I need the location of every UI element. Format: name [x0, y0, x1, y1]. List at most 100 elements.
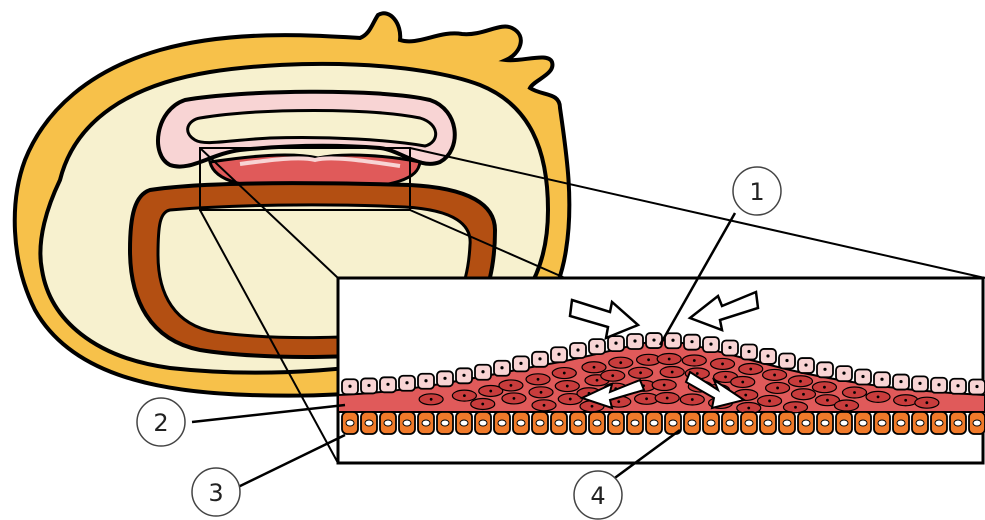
cell-nucleus: [671, 371, 674, 374]
cell-nucleus: [669, 420, 677, 426]
cell-nucleus: [566, 385, 569, 388]
callout-3: 3: [192, 468, 240, 516]
cell-nucleus: [498, 420, 506, 426]
cell-nucleus: [462, 374, 465, 377]
cell-nucleus: [878, 420, 886, 426]
cell-nucleus: [693, 359, 696, 362]
cell-nucleus: [690, 340, 693, 343]
cell-nucleus: [768, 400, 771, 403]
cell-nucleus: [741, 381, 744, 384]
cell-nucleus: [666, 397, 669, 400]
callout-3-leader: [236, 435, 345, 488]
cell-nucleus: [747, 350, 750, 353]
cell-nucleus: [861, 375, 864, 378]
cell-nucleus: [853, 391, 856, 394]
cell-nucleus: [574, 420, 582, 426]
cell-nucleus: [510, 384, 513, 387]
cell-nucleus: [749, 368, 752, 371]
cell-nucleus: [785, 359, 788, 362]
cell-nucleus: [802, 393, 805, 396]
cell-nucleus: [668, 358, 671, 361]
cell-nucleus: [386, 383, 389, 386]
cell-nucleus: [650, 420, 658, 426]
cell-nucleus: [639, 371, 642, 374]
cell-nucleus: [821, 420, 829, 426]
cell-nucleus: [519, 362, 522, 365]
cell-nucleus: [348, 385, 351, 388]
callout-4: 4: [574, 471, 622, 519]
cell-nucleus: [745, 420, 753, 426]
cell-nucleus: [645, 397, 648, 400]
cell-nucleus: [367, 384, 370, 387]
cell-nucleus: [591, 405, 594, 408]
cell-nucleus: [721, 363, 724, 366]
cell-nucleus: [935, 420, 943, 426]
cell-nucleus: [479, 420, 487, 426]
cell-nucleus: [918, 382, 921, 385]
cell-nucleus: [557, 353, 560, 356]
cell-nucleus: [593, 420, 601, 426]
cell-nucleus: [671, 339, 674, 342]
zoom-inset: [338, 278, 985, 463]
cell-nucleus: [631, 420, 639, 426]
cell-nucleus: [614, 342, 617, 345]
cell-nucleus: [346, 420, 354, 426]
cell-nucleus: [463, 394, 466, 397]
cell-nucleus: [611, 374, 614, 377]
cell-nucleus: [405, 381, 408, 384]
cell-nucleus: [728, 346, 731, 349]
cell-nucleus: [617, 400, 620, 403]
cell-nucleus: [500, 366, 503, 369]
cell-nucleus: [823, 386, 826, 389]
cell-nucleus: [744, 394, 747, 397]
cell-nucleus: [424, 379, 427, 382]
cell-nucleus: [443, 377, 446, 380]
cell-nucleus: [569, 398, 572, 401]
cell-nucleus: [766, 354, 769, 357]
cell-nucleus: [776, 387, 779, 390]
cell-nucleus: [555, 420, 563, 426]
cell-nucleus: [688, 420, 696, 426]
cell-nucleus: [481, 370, 484, 373]
cell-nucleus: [877, 395, 880, 398]
callout-1-label: 1: [749, 178, 764, 206]
cell-nucleus: [481, 403, 484, 406]
cell-nucleus: [826, 399, 829, 402]
cell-nucleus: [517, 420, 525, 426]
cell-nucleus: [696, 372, 699, 375]
cell-nucleus: [652, 338, 655, 341]
cell-nucleus: [596, 379, 599, 382]
cell-nucleus: [441, 420, 449, 426]
cell-nucleus: [384, 420, 392, 426]
cell-nucleus: [707, 420, 715, 426]
cell-nucleus: [365, 420, 373, 426]
cell-nucleus: [880, 378, 883, 381]
cell-nucleus: [916, 420, 924, 426]
cell-nucleus: [937, 383, 940, 386]
cell-nucleus: [422, 420, 430, 426]
cell-nucleus: [726, 420, 734, 426]
cell-nucleus: [845, 404, 848, 407]
cell-nucleus: [783, 420, 791, 426]
cell-nucleus: [537, 378, 540, 381]
cell-nucleus: [823, 368, 826, 371]
cell-nucleus: [764, 420, 772, 426]
cell-nucleus: [799, 380, 802, 383]
cell-nucleus: [576, 348, 579, 351]
cell-nucleus: [619, 361, 622, 364]
cell-nucleus: [925, 401, 928, 404]
cell-nucleus: [802, 420, 810, 426]
cell-nucleus: [536, 420, 544, 426]
cell-nucleus: [513, 397, 516, 400]
callout-1: 1: [733, 167, 781, 215]
cell-nucleus: [612, 420, 620, 426]
cell-nucleus: [975, 385, 978, 388]
cell-nucleus: [724, 376, 727, 379]
cell-nucleus: [460, 420, 468, 426]
cell-nucleus: [595, 345, 598, 348]
callout-3-label: 3: [208, 479, 223, 507]
cell-nucleus: [593, 366, 596, 369]
cell-nucleus: [842, 372, 845, 375]
cell-nucleus: [633, 339, 636, 342]
cell-nucleus: [954, 420, 962, 426]
